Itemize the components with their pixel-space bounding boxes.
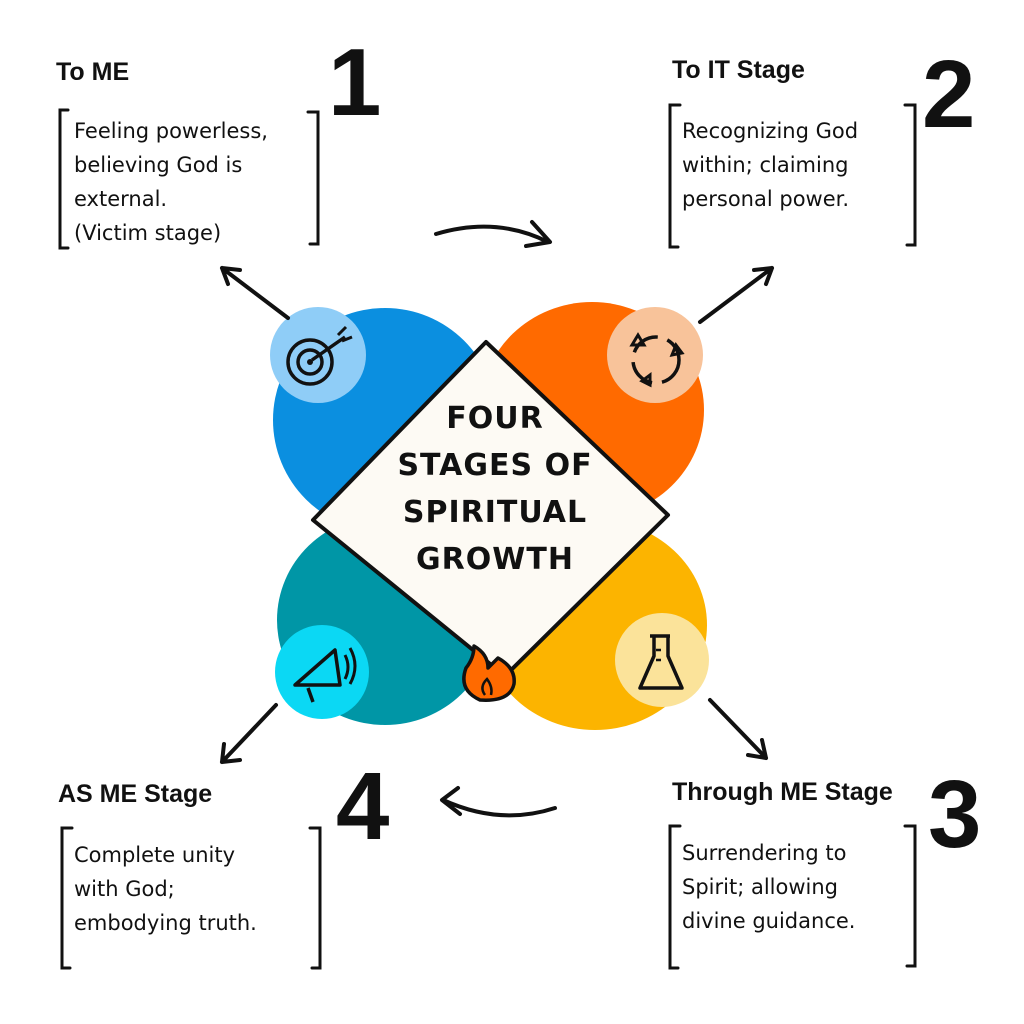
flask-icon (615, 613, 709, 707)
diagram-title: Four Stages of Spiritual Growth (397, 401, 593, 577)
stage-1-bracket-right (306, 110, 320, 246)
stage-4-bracket-right (308, 826, 322, 970)
stage-2-bracket-right (903, 103, 917, 247)
stage-3-bracket-right (903, 824, 917, 968)
megaphone-icon (275, 625, 369, 719)
stage-2-number: 2 (922, 41, 976, 148)
stage-3-number: 3 (928, 761, 982, 868)
target-icon (270, 307, 366, 403)
flame-icon (462, 644, 516, 702)
stage-2-bracket-left (668, 103, 682, 249)
stage-2-label: To IT Stage (664, 56, 819, 85)
stage-4-number: 4 (336, 753, 390, 860)
arrow-1-to-2 (434, 220, 552, 248)
arrow-to-stage-3 (708, 698, 768, 760)
arrow-to-stage-4 (220, 703, 278, 764)
arrow-to-stage-2 (698, 266, 774, 324)
stage-4-label: AS ME Stage (50, 780, 227, 809)
arrow-3-to-4 (440, 786, 557, 818)
stage-3-bracket-left (668, 824, 682, 970)
stage-1-number: 1 (328, 29, 382, 136)
arrow-to-stage-1 (220, 266, 290, 320)
cycle-arrows-icon (607, 307, 703, 403)
stage-1-label: To ME (48, 58, 180, 87)
stage-4-bracket-left (60, 826, 74, 970)
stage-1-bracket-left (58, 108, 70, 250)
stage-3-label: Through ME Stage (664, 778, 907, 807)
